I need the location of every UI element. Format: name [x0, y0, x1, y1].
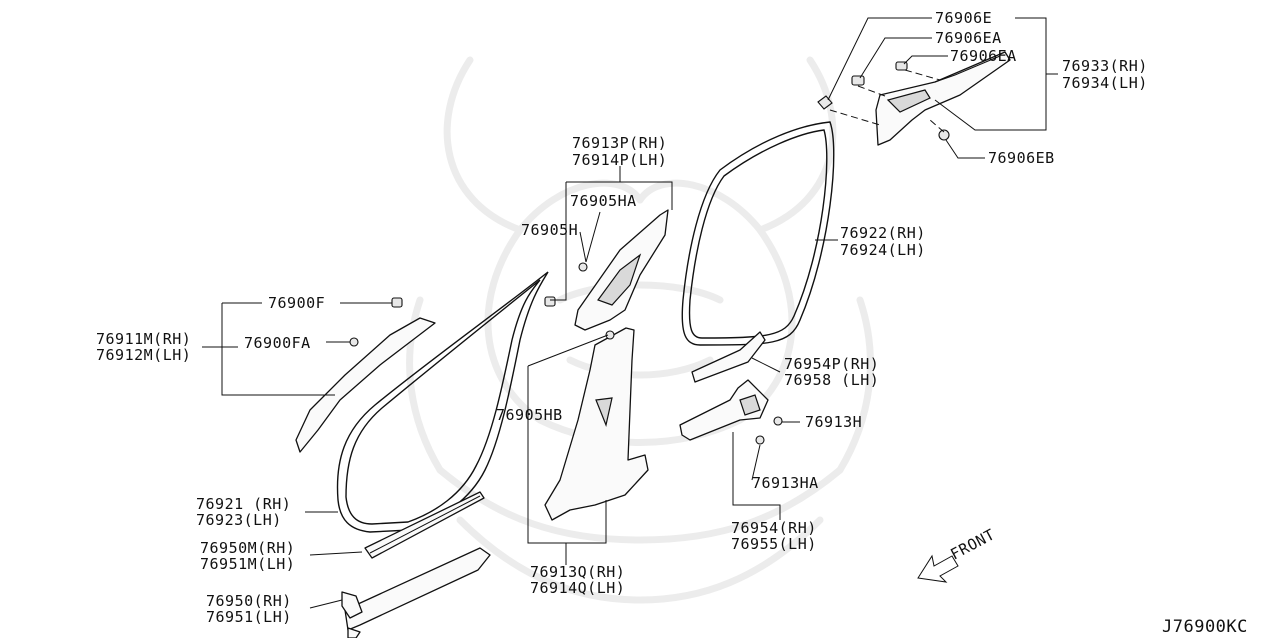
label-76958-lh: 76958 (LH): [784, 371, 879, 389]
rear-sill-trim[interactable]: [679, 379, 783, 445]
label-76900F: 76900F: [268, 294, 325, 312]
center-pillar-lower-trim[interactable]: [544, 327, 649, 521]
front-arrow-icon: [917, 554, 959, 583]
front-kicking-plate[interactable]: [364, 491, 485, 559]
label-76951M-lh: 76951M(LH): [200, 555, 295, 573]
label-76934-lh: 76934(LH): [1062, 74, 1148, 92]
label-76913H: 76913H: [805, 413, 862, 431]
label-76913HA: 76913HA: [752, 474, 819, 492]
front-label: FRONT: [947, 525, 998, 563]
label-76913P-rh: 76913P(RH): [572, 134, 667, 152]
front-door-weatherstrip[interactable]: [336, 271, 549, 533]
center-pillar-upper-trim[interactable]: [544, 209, 669, 331]
label-76923-lh: 76923(LH): [196, 511, 282, 529]
label-76922-rh: 76922(RH): [840, 224, 926, 242]
label-76955-lh: 76955(LH): [731, 535, 817, 553]
front-pillar-trim[interactable]: [295, 297, 436, 453]
label-76921-rh: 76921 (RH): [196, 495, 291, 513]
label-76911M-rh: 76911M(RH): [96, 330, 191, 348]
part-labels: 76906E 76906EA 76906EA 76933(RH) 76934(L…: [96, 9, 1148, 626]
label-76906EA-2: 76906EA: [950, 47, 1017, 65]
label-76914P-lh: 76914P(LH): [572, 151, 667, 169]
label-76950-rh: 76950(RH): [206, 592, 292, 610]
label-76905H: 76905H: [521, 221, 578, 239]
label-76954P-rh: 76954P(RH): [784, 355, 879, 373]
label-76906E: 76906E: [935, 9, 992, 27]
label-76924-lh: 76924(LH): [840, 241, 926, 259]
label-76950M-rh: 76950M(RH): [200, 539, 295, 557]
label-76913Q-rh: 76913Q(RH): [530, 563, 625, 581]
rear-door-weatherstrip[interactable]: [681, 121, 835, 346]
label-76951-lh: 76951(LH): [206, 608, 292, 626]
label-76912M-lh: 76912M(LH): [96, 346, 191, 364]
label-76954-rh: 76954(RH): [731, 519, 817, 537]
label-76905HA: 76905HA: [570, 192, 637, 210]
clip-76906EA-a: [851, 75, 865, 86]
rear-kicking-plate[interactable]: [691, 331, 766, 383]
diagram-id: J76900KC: [1162, 617, 1248, 637]
label-76906EA-1: 76906EA: [935, 29, 1002, 47]
front-sill-trim[interactable]: [341, 547, 491, 638]
leader-lines: [202, 17, 1058, 609]
label-76914Q-lh: 76914Q(LH): [530, 579, 625, 597]
watermark-emblem: [406, 56, 874, 604]
clip-76906EB: [938, 129, 950, 141]
label-76905HB: 76905HB: [496, 406, 563, 424]
label-76900FA: 76900FA: [244, 334, 311, 352]
label-76906EB: 76906EB: [988, 149, 1055, 167]
label-76933-rh: 76933(RH): [1062, 57, 1148, 75]
rear-pillar-trim[interactable]: [875, 51, 1011, 146]
